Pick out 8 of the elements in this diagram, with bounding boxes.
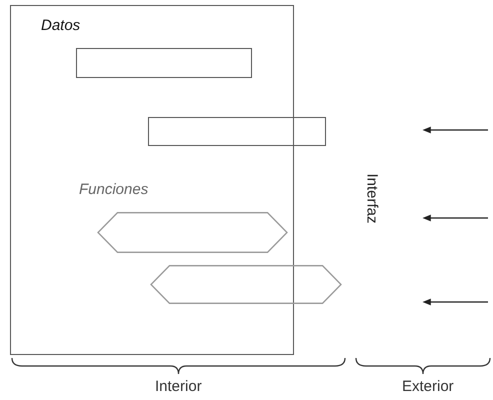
section-heading: Funciones [79, 181, 148, 198]
object-frame [10, 5, 294, 355]
section-heading: Datos [41, 17, 80, 34]
region-label: Interior [155, 378, 202, 395]
data-rectangle [148, 117, 326, 146]
region-label: Exterior [402, 378, 454, 395]
data-rectangle [76, 48, 252, 78]
interface-label: Interfaz [364, 173, 381, 224]
